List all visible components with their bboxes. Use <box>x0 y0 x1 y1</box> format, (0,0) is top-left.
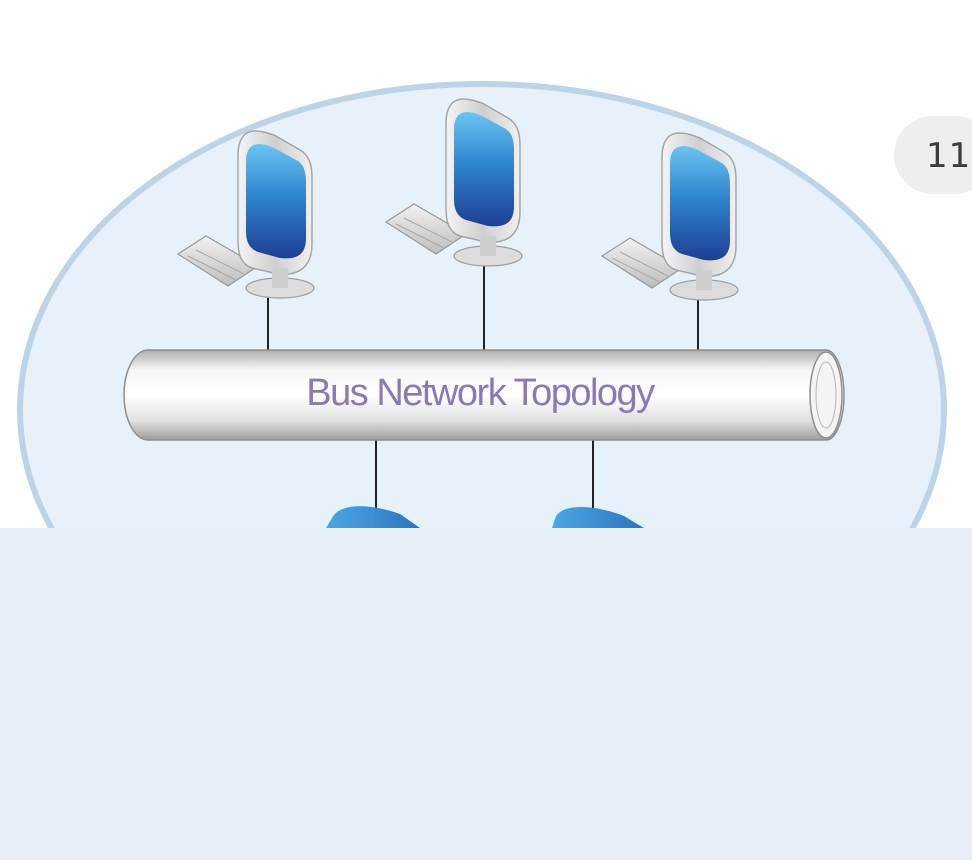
computer-5-icon <box>552 506 644 528</box>
page-indicator-number: 11 <box>926 136 972 176</box>
bus-label: Bus Network Topology <box>306 372 655 414</box>
bus-end-cap <box>809 351 843 439</box>
lower-panel <box>0 528 972 860</box>
computer-4-icon <box>326 506 420 528</box>
page-indicator-badge[interactable]: 11 <box>894 116 972 194</box>
bus-backbone <box>123 349 845 441</box>
